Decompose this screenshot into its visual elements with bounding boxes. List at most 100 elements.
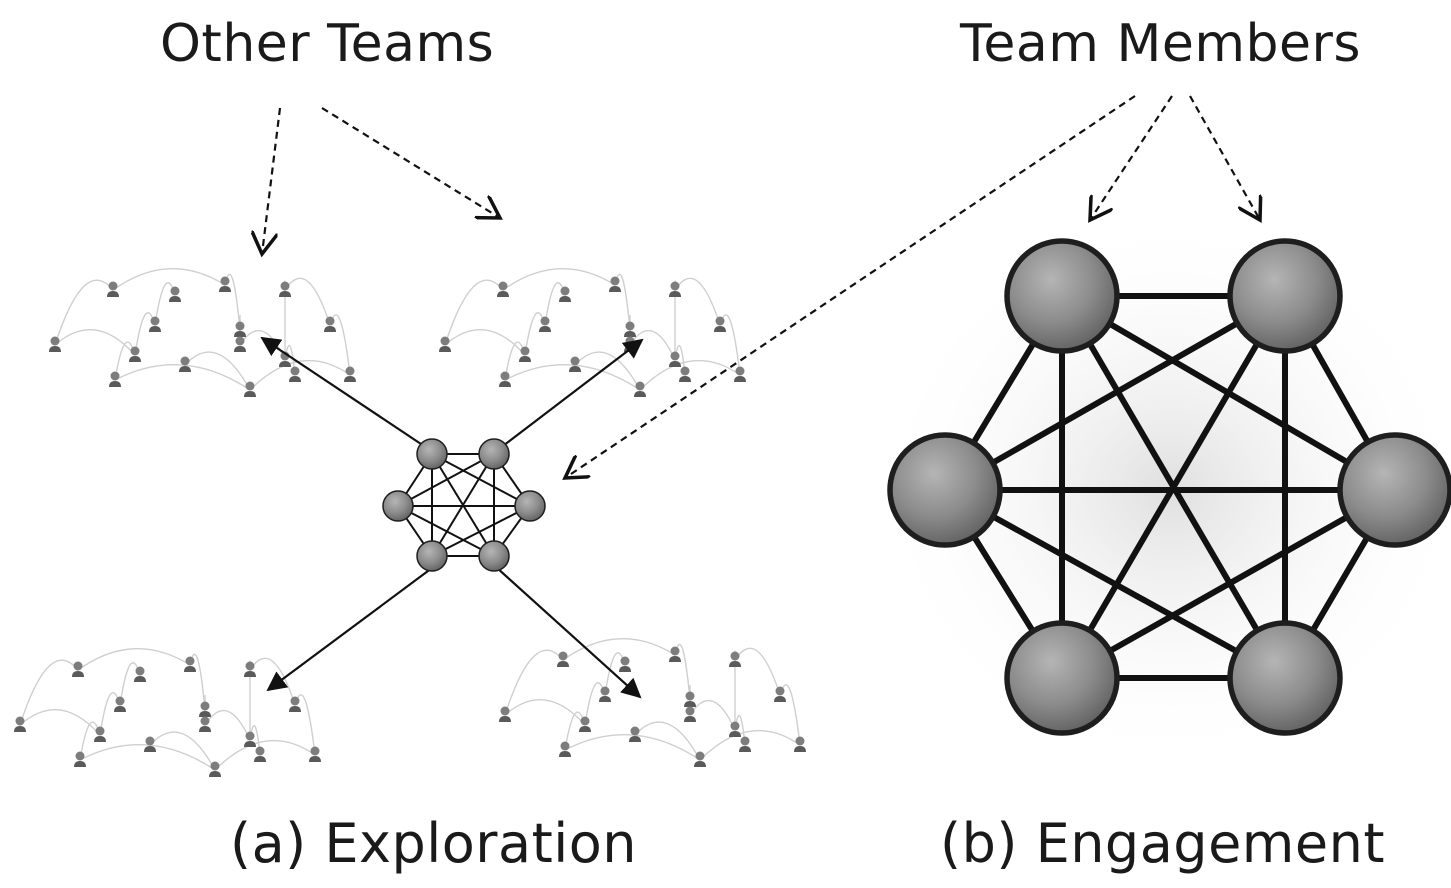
person-head [795,736,805,746]
person-head [235,321,245,331]
person-head [625,336,635,346]
person-body [557,661,569,667]
exploration-arrow [260,336,431,451]
cluster-link [504,699,586,726]
person-icon [519,346,531,362]
engagement-team [870,210,1451,770]
team-link [1060,487,1397,681]
person-head [500,706,510,716]
exploration-caption: (a) Exploration [230,812,638,875]
team-member-node [1227,238,1343,354]
person-icon [244,381,256,397]
person-head [730,721,740,731]
person-head [580,716,590,726]
cluster-link [249,359,351,391]
person-icon [669,281,681,297]
person-head [245,731,255,741]
team-member-node [478,540,510,572]
cluster-link [564,734,701,761]
person-icon [109,371,121,387]
cluster-link [444,279,504,346]
person-body [519,356,531,362]
person-body [324,326,336,332]
person-icon [629,726,641,742]
person-head [740,736,750,746]
person-icon [609,276,621,292]
person-body [309,756,321,762]
person-icon [499,371,511,387]
other-team-cluster [439,268,746,397]
person-body [714,326,726,332]
person-body [794,746,806,752]
person-icon [679,366,691,382]
person-body [739,746,751,752]
person-icon [729,651,741,667]
person-icon [634,381,646,397]
person-body [569,366,581,372]
person-body [169,296,181,302]
team-member-node [887,432,1003,548]
cluster-link [239,329,286,361]
person-body [609,286,621,292]
person-body [774,696,786,702]
person-body [684,716,696,722]
person-icon [199,701,211,717]
cluster-link [734,647,781,696]
person-body [209,771,221,777]
person-head [715,316,725,326]
person-icon [14,716,26,732]
cluster-link [249,657,296,706]
person-icon [144,736,156,752]
other-team-cluster [49,268,356,397]
person-body [679,376,691,382]
person-icon [684,691,696,707]
engagement-caption: (b) Engagement [940,812,1386,875]
cluster-link [504,364,641,391]
person-body [179,366,191,372]
person-icon [344,366,356,382]
person-icon [279,351,291,367]
team-link [943,293,1287,493]
person-head [625,321,635,331]
person-icon [209,761,221,777]
cluster-link [204,709,251,741]
person-icon [497,281,509,297]
person-body [279,291,291,297]
person-icon [579,716,591,732]
person-body [694,761,706,767]
team-link [431,453,531,507]
person-head [115,696,125,706]
person-body [669,656,681,662]
person-icon [694,751,706,767]
person-body [344,376,356,382]
cluster-link [502,268,616,291]
person-body [539,326,551,332]
person-head [498,281,508,291]
person-icon [324,316,336,332]
person-head [730,651,740,661]
person-head [280,281,290,291]
person-icon [794,736,806,752]
person-head [185,656,195,666]
person-head [540,316,550,326]
person-icon [569,356,581,372]
person-head [345,366,355,376]
person-head [520,346,530,356]
person-icon [244,731,256,747]
person-icon [729,721,741,737]
person-icon [184,656,196,672]
person-body [74,761,86,767]
person-head [310,746,320,756]
person-icon [94,726,106,742]
team-member-node [1227,620,1343,736]
cluster-link [504,649,564,716]
person-icon [739,736,751,752]
person-head [440,336,450,346]
person-head [200,716,210,726]
person-body [107,291,119,297]
person-icon [254,746,266,762]
person-head [73,661,83,671]
person-body [149,326,161,332]
person-body [439,346,451,352]
person-icon [74,751,86,767]
